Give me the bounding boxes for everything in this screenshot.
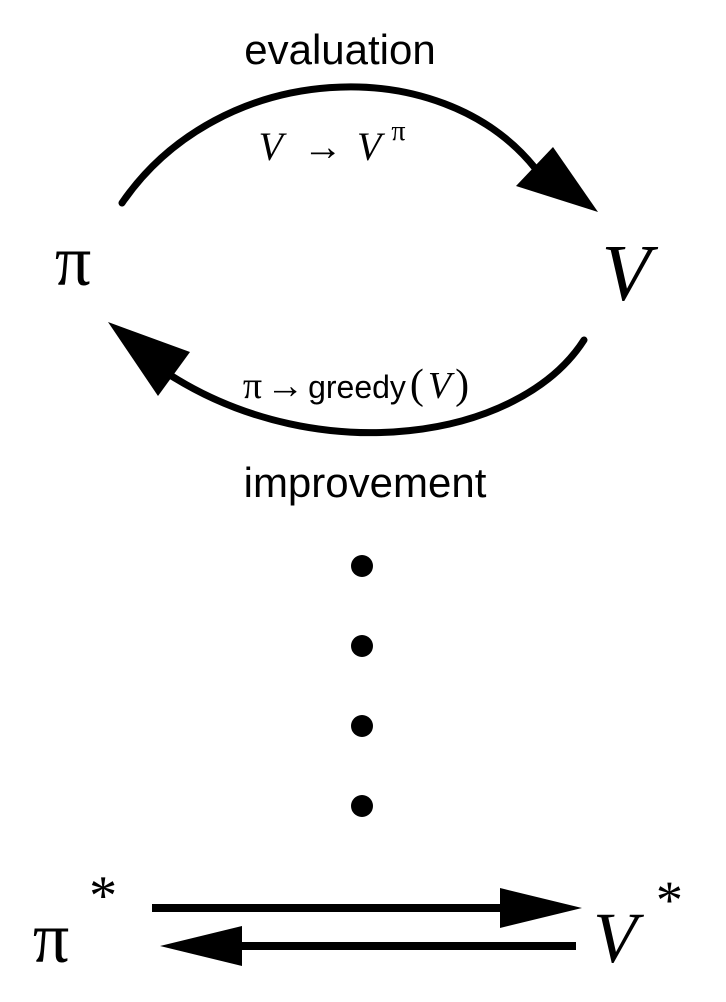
continuation-dot: [351, 715, 373, 737]
continuation-dots: [351, 555, 373, 817]
continuation-dot: [351, 555, 373, 577]
evaluation-label: evaluation: [244, 26, 435, 73]
evaluation-arc: [118, 83, 539, 207]
optimal-value-symbol: V *: [593, 870, 683, 978]
improvement-label: improvement: [244, 459, 487, 506]
continuation-dot: [351, 635, 373, 657]
value-symbol: V: [602, 230, 659, 318]
continuation-dot: [351, 795, 373, 817]
optimal-policy-symbol: π *: [33, 865, 117, 978]
evaluation-formula: V → V π: [258, 116, 405, 169]
improvement-arc: [166, 336, 588, 437]
policy-symbol: π: [55, 221, 91, 301]
evaluation-arrowhead: [516, 147, 598, 212]
improvement-formula: π → greedy ( V ): [243, 362, 469, 408]
improvement-arrowhead: [108, 322, 190, 396]
convergence-backward-arrowhead: [160, 926, 242, 966]
convergence-forward-arrowhead: [500, 888, 582, 928]
